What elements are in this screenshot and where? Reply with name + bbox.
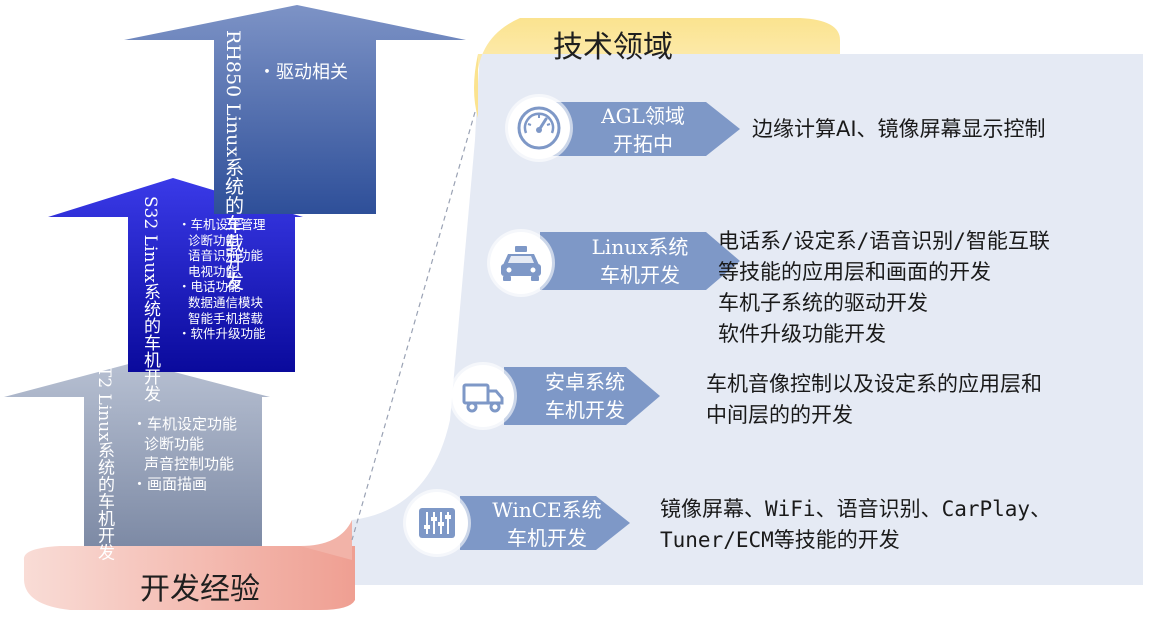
chevron-linux (540, 232, 740, 290)
bullet-item: ・驱动相关 (258, 62, 348, 83)
chevron-wince (460, 496, 630, 550)
bullet-item: ・画面描画 (132, 475, 208, 493)
bullet-item: 数据通信模块 (188, 294, 264, 310)
description-line: Tuner/ECM等技能的开发 (660, 528, 900, 552)
tech-field-title: 技术领域 (553, 30, 673, 65)
bullet-item: 诊断功能 (144, 435, 205, 453)
speedometer-icon (508, 97, 570, 159)
agl-description: 边缘计算AI、镜像屏幕显示控制 (752, 114, 1046, 145)
arrow-bottom-bullets: ・车机设定功能 诊断功能 声音控制功能 ・画面描画 (132, 417, 237, 497)
arrow-bottom-vertical-label: T2 Linux系统的车机开发 (94, 366, 114, 561)
arrow-top (124, 5, 466, 214)
dev-tab-shape (23, 546, 356, 610)
chevron-label-line: AGL领域 (601, 104, 685, 128)
bullet-item: 语音识别功能 (188, 248, 264, 264)
description-line: 车机音像控制以及设定系的应用层和 (706, 372, 1042, 396)
bullet-item: 智能手机搭载 (188, 310, 264, 326)
chevron-linux-label: Linux系统 车机开发 (560, 233, 720, 289)
arrow-bottom (4, 362, 270, 546)
chevron-label-line: WinCE系统 (492, 498, 602, 522)
chevron-label-line: Linux系统 (591, 235, 689, 259)
tech-panel (352, 54, 1143, 585)
delivery-truck-icon (452, 365, 514, 427)
chevron-agl-label: AGL领域 开拓中 (588, 102, 698, 158)
chevron-label-line: 车机开发 (545, 398, 625, 422)
description-line: 边缘计算AI、镜像屏幕显示控制 (752, 117, 1046, 141)
chevron-agl (540, 102, 740, 156)
arrow-middle-bullets: ・车机设定管理 诊断功能 语音识别功能 电视功能 ・电话功能 数据通信模块 智能… (178, 217, 266, 344)
dev-experience-title: 开发经验 (140, 572, 260, 607)
chevron-wince-label: WinCE系统 车机开发 (474, 496, 620, 552)
arrow-top-bullets: ・驱动相关 (258, 64, 348, 82)
bullet-item: ・软件升级功能 (178, 326, 266, 342)
android-description: 车机音像控制以及设定系的应用层和 中间层的的开发 (706, 369, 1042, 431)
chevron-label-line: 开拓中 (613, 132, 673, 156)
tech-tab-shape (476, 18, 840, 100)
arrow-middle-vertical-label: S32 Linux系统的车机开发 (140, 196, 160, 402)
chevron-label-line: 车机开发 (600, 263, 680, 287)
wince-description: 镜像屏幕、WiFi、语音识别、CarPlay、 Tuner/ECM等技能的开发 (660, 494, 1051, 556)
chevron-label-line: 安卓系统 (545, 370, 625, 394)
arrow-top-vertical-label: RH850 Linux系统的车载开发 (222, 30, 244, 291)
description-line: 等技能的应用层和画面的开发 (718, 260, 991, 284)
bullet-item: 声音控制功能 (144, 455, 235, 473)
description-line: 中间层的的开发 (706, 403, 853, 427)
bullet-item: ・车机设定功能 (132, 415, 238, 433)
description-line: 车机子系统的驱动开发 (718, 291, 928, 315)
equalizer-sliders-icon (406, 492, 468, 554)
description-line: 软件升级功能开发 (718, 322, 886, 346)
description-line: 电话系/设定系/语音识别/智能互联 (718, 229, 1050, 253)
bullet-item: ・电话功能 (178, 279, 241, 295)
chevron-android (504, 367, 660, 425)
linux-description: 电话系/设定系/语音识别/智能互联 等技能的应用层和画面的开发 车机子系统的驱动… (718, 226, 1050, 350)
chevron-label-line: 车机开发 (507, 526, 587, 550)
arrow-middle (48, 178, 303, 372)
taxi-car-icon (490, 232, 552, 294)
description-line: 镜像屏幕、WiFi、语音识别、CarPlay、 (660, 497, 1052, 521)
bullet-item: ・车机设定管理 (178, 217, 266, 232)
bullet-item: 电视功能 (188, 263, 239, 279)
chevron-android-label: 安卓系统 车机开发 (520, 368, 650, 424)
bullet-item: 诊断功能 (188, 232, 239, 248)
